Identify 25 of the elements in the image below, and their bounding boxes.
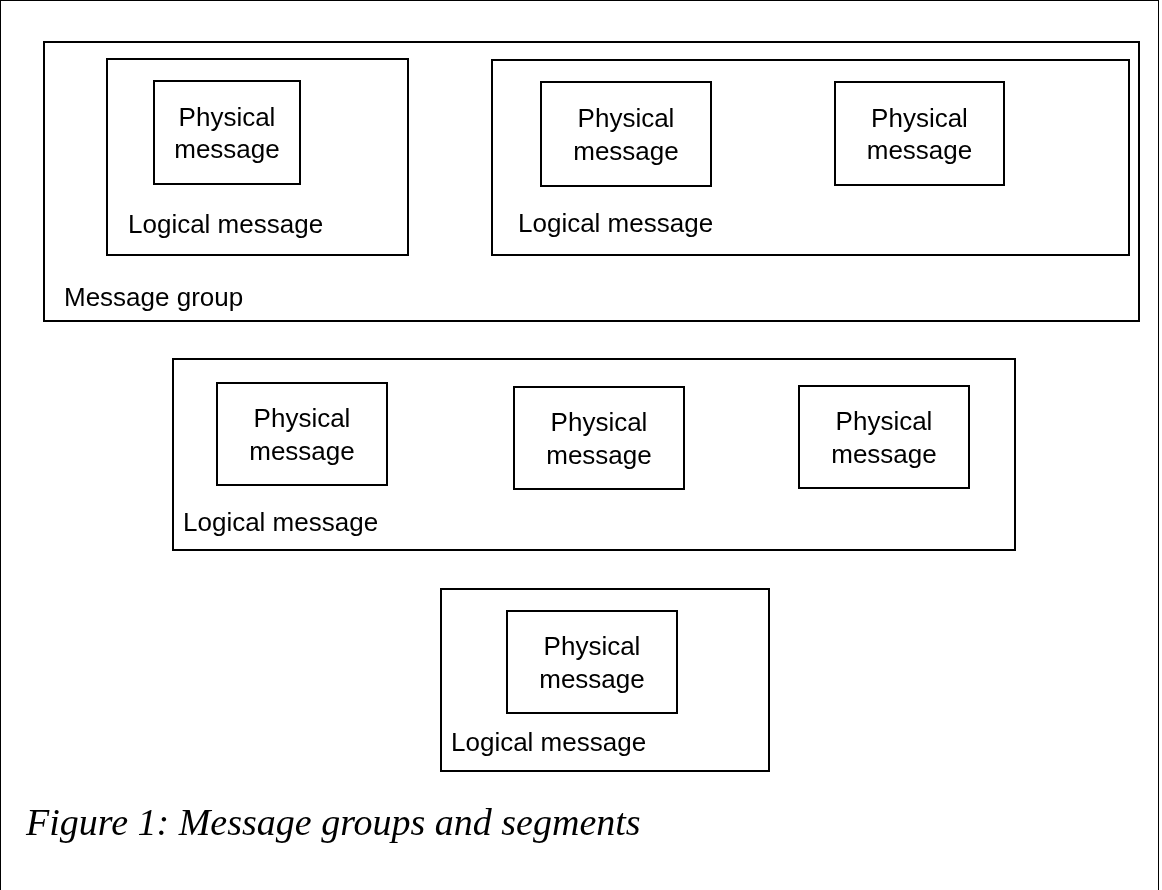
box-label: Logical message: [183, 506, 379, 539]
message-box: [216, 382, 388, 486]
message-box: [540, 81, 712, 187]
box-label: Physical message: [538, 629, 646, 695]
group-box: [440, 588, 770, 772]
box-label: Physical message: [173, 100, 281, 165]
message-box: [513, 386, 685, 490]
box-label: Message group: [64, 281, 244, 314]
group-box: [43, 41, 1140, 322]
message-box: [153, 80, 301, 185]
box-label: Physical message: [572, 101, 680, 167]
group-box: [491, 59, 1130, 256]
box-label: Logical message: [518, 207, 714, 240]
box-label: Physical message: [545, 405, 653, 471]
box-label: Logical message: [128, 208, 324, 241]
message-box: [506, 610, 678, 714]
message-box: [834, 81, 1005, 186]
box-label: Physical message: [830, 404, 938, 470]
box-label: Physical message: [248, 401, 356, 467]
box-label: Physical message: [865, 101, 974, 166]
box-label: Logical message: [451, 726, 647, 759]
message-box: [798, 385, 970, 489]
figure-caption: Figure 1: Message groups and segments: [26, 800, 641, 844]
group-box: [106, 58, 409, 256]
group-box: [172, 358, 1016, 551]
